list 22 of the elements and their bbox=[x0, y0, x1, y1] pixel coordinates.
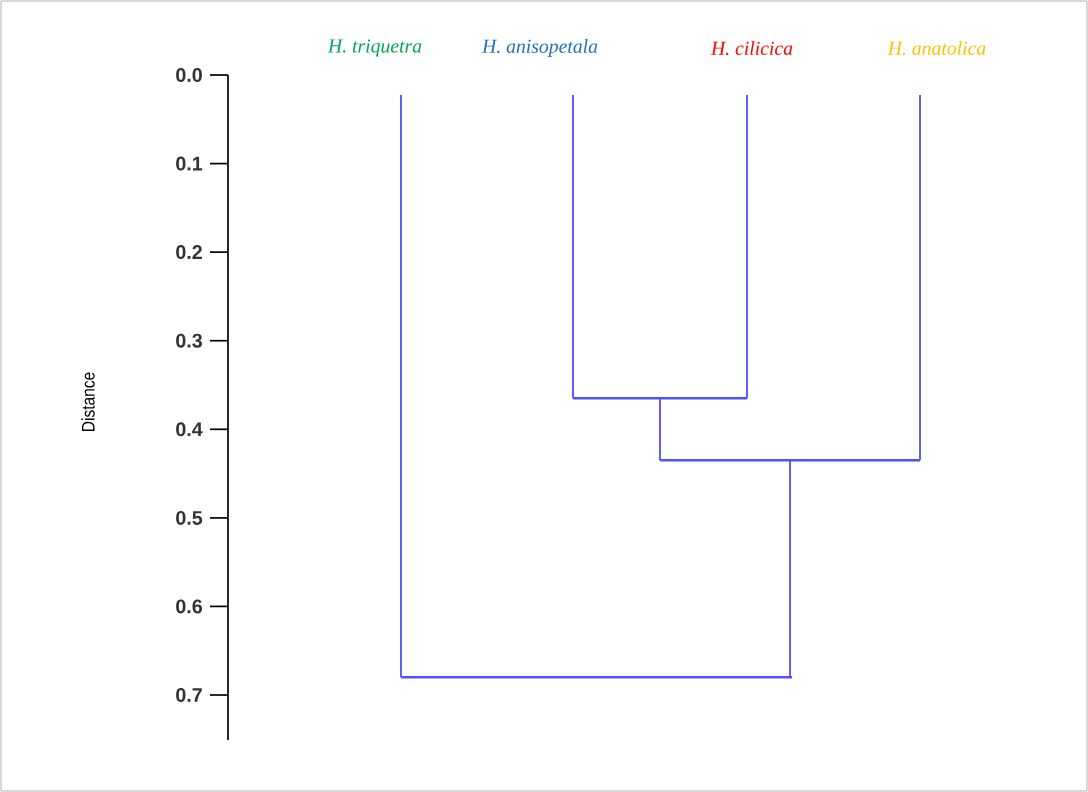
tick-label: 0.1 bbox=[176, 156, 203, 171]
branch-line bbox=[400, 94, 402, 679]
merge-bar bbox=[573, 397, 747, 400]
tick-label: 0.7 bbox=[176, 688, 202, 702]
merge-bar bbox=[660, 459, 920, 462]
branch-line bbox=[919, 94, 921, 462]
species-label: H. anatolica bbox=[887, 41, 986, 55]
branch-line bbox=[789, 459, 791, 679]
branch-line bbox=[572, 94, 574, 400]
merge-bar bbox=[400, 676, 793, 679]
tick-label: 0.3 bbox=[176, 333, 202, 348]
species-label: H. anisopetala bbox=[481, 39, 598, 57]
tick-label: 0.6 bbox=[176, 599, 202, 614]
branch-line bbox=[659, 397, 661, 462]
tick-label: 0.4 bbox=[176, 422, 203, 437]
branch-line bbox=[746, 94, 748, 400]
axis-title: Distance bbox=[81, 372, 95, 431]
tick-label: 0.2 bbox=[176, 245, 202, 260]
tick-label: 0.5 bbox=[176, 510, 203, 525]
tick-label: 0.0 bbox=[176, 68, 202, 82]
species-label: H. triquetra bbox=[327, 39, 422, 57]
species-label: H. cilicica bbox=[710, 41, 793, 55]
